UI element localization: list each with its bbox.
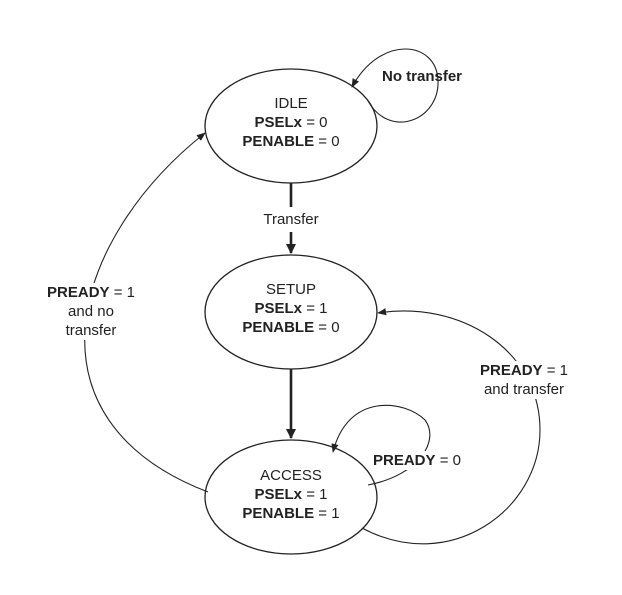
- state-access-ellipse: [204, 439, 378, 555]
- transition-access-to-setup-line1: PREADY = 1: [480, 361, 568, 380]
- state-setup-penable-signal: PENABLE: [242, 319, 315, 336]
- transition-idle-to-setup-text: Transfer: [263, 211, 319, 228]
- state-setup-penable: PENABLE = 0: [242, 318, 339, 337]
- state-idle-penable-signal: PENABLE: [242, 133, 315, 150]
- state-setup-psel: PSELx = 1: [242, 299, 339, 318]
- state-setup-name: SETUP: [265, 281, 317, 298]
- state-access-penable: PENABLE = 1: [242, 504, 339, 523]
- transition-idle-to-setup-label: Transfer: [263, 210, 318, 229]
- state-access-name: ACCESS: [260, 467, 322, 484]
- transition-access-to-idle-line1: PREADY = 1: [47, 283, 135, 302]
- transition-access-to-setup-label: PREADY = 1 and transfer: [478, 361, 570, 399]
- state-idle-penable-value: = 0: [318, 133, 340, 150]
- arrow-idle-self-loop: [351, 48, 439, 123]
- arrow-access-self-loop: [331, 404, 431, 486]
- state-access-penable-value: = 1: [318, 505, 340, 522]
- transition-access-self-label: PREADY = 0: [371, 451, 463, 470]
- state-access-label: ACCESS PSELx = 1 PENABLE = 1: [242, 466, 339, 523]
- transition-access-to-setup-signal: PREADY: [480, 362, 543, 379]
- transition-access-to-setup-value: = 1: [546, 362, 568, 379]
- state-setup-penable-value: = 0: [318, 319, 340, 336]
- state-idle-psel: PSELx = 0: [242, 113, 339, 132]
- state-setup-psel-value: = 1: [306, 300, 328, 317]
- state-idle-psel-value: = 0: [306, 114, 328, 131]
- state-setup-label: SETUP PSELx = 1 PENABLE = 0: [242, 280, 339, 337]
- transition-access-to-idle-line3: transfer: [65, 322, 117, 339]
- state-access-penable-signal: PENABLE: [242, 505, 315, 522]
- transition-access-self-value: = 0: [439, 452, 461, 469]
- transition-access-to-idle-line2: and no: [68, 303, 114, 320]
- arrow-access-to-setup: [361, 308, 541, 545]
- state-idle-label: IDLE PSELx = 0 PENABLE = 0: [242, 94, 339, 151]
- transition-access-to-idle-signal: PREADY: [47, 284, 110, 301]
- state-idle-psel-signal: PSELx: [254, 114, 303, 131]
- transition-access-to-setup-line2: and transfer: [483, 381, 565, 398]
- state-idle-penable: PENABLE = 0: [242, 132, 339, 151]
- transition-access-self-signal: PREADY: [373, 452, 436, 469]
- state-access-psel-signal: PSELx: [254, 486, 303, 503]
- state-setup-psel-signal: PSELx: [254, 300, 303, 317]
- state-access-psel: PSELx = 1: [242, 485, 339, 504]
- transition-access-to-idle-value: = 1: [113, 284, 135, 301]
- state-access-psel-value: = 1: [306, 486, 328, 503]
- transition-idle-self-label: No transfer: [382, 67, 462, 86]
- transition-access-to-idle-label: PREADY = 1 and no transfer: [45, 283, 137, 340]
- state-idle-name: IDLE: [274, 95, 308, 112]
- transition-idle-self-text: No transfer: [382, 68, 463, 85]
